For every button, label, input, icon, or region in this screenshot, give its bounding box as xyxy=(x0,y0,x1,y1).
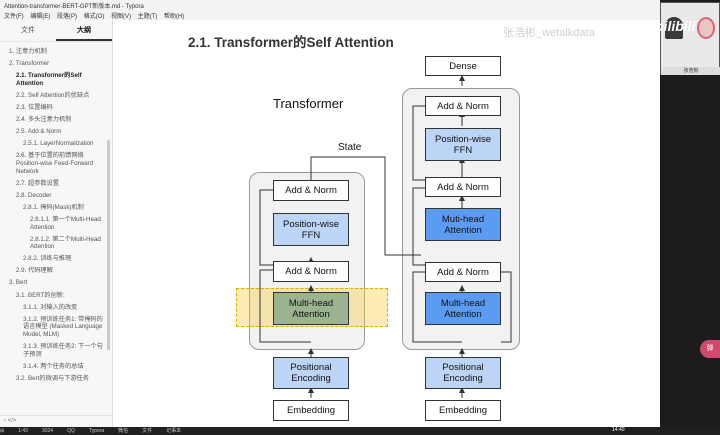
outline-item[interactable]: 2.8.1.2. 第二个Multi-Head Attention xyxy=(30,235,101,251)
document-area[interactable]: 2.1. Transformer的Self Attention Transfor… xyxy=(113,20,660,427)
encoder-ffn: Position-wise FFN xyxy=(273,213,349,246)
outline-item[interactable]: 3.1. BERT的创新: xyxy=(16,291,65,299)
outline-item[interactable]: 3. Bert xyxy=(9,279,28,287)
decoder-add-norm-mid: Add & Norm xyxy=(425,177,501,197)
window-title: Attention-transformer-BERT-GPT新版本.md - T… xyxy=(0,0,660,10)
guest-avatar xyxy=(697,17,715,39)
menu-bar: 文件(F) 编辑(E) 段落(P) 格式(O) 视图(V) 主题(T) 帮助(H… xyxy=(0,10,660,20)
outline-item[interactable]: 2. Transformer xyxy=(9,60,50,68)
taskbar-item[interactable]: Typora xyxy=(88,428,105,434)
menu-theme[interactable]: 主题(T) xyxy=(137,14,158,20)
taskbar-item[interactable]: 文件 xyxy=(142,428,153,434)
taskbar-clock: 14:40 xyxy=(612,427,625,433)
taskbar-item[interactable]: QQ xyxy=(67,428,75,434)
outline-item[interactable]: 2.6. 基于位置的前馈网络 Position-wise Feed-Forwar… xyxy=(16,152,94,175)
outline-item[interactable]: 3.1.1. 对输入的改变 xyxy=(23,303,78,311)
transformer-diagram: Transformer xyxy=(113,20,660,427)
menu-edit[interactable]: 编辑(E) xyxy=(30,14,51,20)
page-title: 2.1. Transformer的Self Attention xyxy=(188,35,394,50)
outline-item[interactable]: 2.5.1. LayerNormalization xyxy=(23,140,94,148)
outline-item[interactable]: 3.1.4. 两个任务的总结 xyxy=(23,362,84,370)
decoder-add-norm-top: Add & Norm xyxy=(425,96,501,116)
sidebar-scrollbar[interactable] xyxy=(107,140,110,350)
encoder-multi-head-attention: Multi-head Attention xyxy=(273,292,349,325)
outline-item[interactable]: 3.2. Bert的微调与下游任务 xyxy=(16,374,89,382)
decoder-add-norm-bottom: Add & Norm xyxy=(425,262,501,282)
menu-view[interactable]: 视图(V) xyxy=(111,14,132,20)
outline-item[interactable]: 2.9. 代码理解 xyxy=(16,267,53,275)
decoder-self-attention: Multi-head Attention xyxy=(425,292,501,325)
outline-item[interactable]: 2.5. Add & Norm xyxy=(16,128,62,136)
outline-item[interactable]: 1. 注意力机制 xyxy=(9,48,47,55)
bilibili-logo: bilibili xyxy=(655,18,696,34)
encoder-positional-encoding: Positional Encoding xyxy=(273,357,349,389)
outline-item[interactable]: 2.3. 位置编码 xyxy=(16,103,53,111)
decoder-dense: Dense xyxy=(425,56,501,76)
camera-preview: 张浩彬 xyxy=(660,2,720,75)
tab-outline[interactable]: 大纲 xyxy=(56,20,112,41)
outline-item[interactable]: 3.1.2. 预训练任务1: 带掩码的语言模型 (Masked Language… xyxy=(23,315,103,338)
outline-item[interactable]: 2.8.1. 掩码(Mask)机制 xyxy=(23,203,84,211)
watermark: 张浩彬_wetalkdata xyxy=(503,27,595,39)
encoder-embedding: Embedding xyxy=(273,400,349,421)
encoder-add-norm-bottom: Add & Norm xyxy=(273,261,349,282)
outline-item[interactable]: 3.1.3. 预训练任务2: 下一个句子预测 xyxy=(23,343,103,358)
outline-item[interactable]: 2.8. Decoder xyxy=(16,191,52,199)
diagram-title: Transformer xyxy=(273,96,344,111)
menu-paragraph[interactable]: 段落(P) xyxy=(57,14,78,20)
decoder-positional-encoding: Positional Encoding xyxy=(425,357,501,389)
taskbar-item[interactable]: ⊞ xyxy=(0,428,5,434)
outline-item[interactable]: 2.8.2. 训练与推理 xyxy=(23,255,72,263)
state-label: State xyxy=(338,142,362,153)
outline-item[interactable]: 2.2. Self Attention的优缺点 xyxy=(16,91,90,99)
decoder-embedding: Embedding xyxy=(425,400,501,421)
taskbar-item[interactable]: 微信 xyxy=(118,428,129,434)
taskbar-item[interactable]: 1:43 xyxy=(18,428,28,434)
danmaku-button[interactable]: 弹 xyxy=(700,340,720,358)
menu-format[interactable]: 格式(O) xyxy=(83,14,105,20)
outline-item[interactable]: 2.8.1.1. 第一个Multi-Head Attention xyxy=(30,215,101,231)
menu-file[interactable]: 文件(F) xyxy=(4,14,24,20)
outline-list: 1. 注意力机制 2. Transformer 2.1. Transformer的S… xyxy=(0,42,112,382)
outline-item[interactable]: 2.1. Transformer的Self Attention xyxy=(16,72,82,87)
camera-name-label: 张浩彬 xyxy=(661,67,720,75)
decoder-cross-attention: Muti-head Attention xyxy=(425,208,501,241)
sidebar-footer[interactable]: ‹ </> xyxy=(0,415,112,427)
taskbar-item[interactable]: 3024 xyxy=(41,428,54,434)
outline-item[interactable]: 2.4. 多头注意力机制 xyxy=(16,116,72,124)
menu-help[interactable]: 帮助(H) xyxy=(164,14,185,20)
taskbar-item[interactable]: 记事本 xyxy=(166,428,182,434)
decoder-ffn: Position-wise FFN xyxy=(425,128,501,161)
outline-item[interactable]: 2.7. 超参数设置 xyxy=(16,179,59,187)
diagram-connectors xyxy=(259,75,512,398)
sidebar: 文件 大纲 1. 注意力机制 2. Transformer 2.1. Transfo… xyxy=(0,20,113,427)
speaker-avatar xyxy=(665,17,683,39)
taskbar: ⊞ 1:43 3024 QQ Typora 微信 文件 记事本 xyxy=(0,427,720,435)
encoder-add-norm-top: Add & Norm xyxy=(273,180,349,201)
tab-files[interactable]: 文件 xyxy=(21,27,35,34)
sidebar-tabs: 文件 大纲 xyxy=(0,20,112,42)
